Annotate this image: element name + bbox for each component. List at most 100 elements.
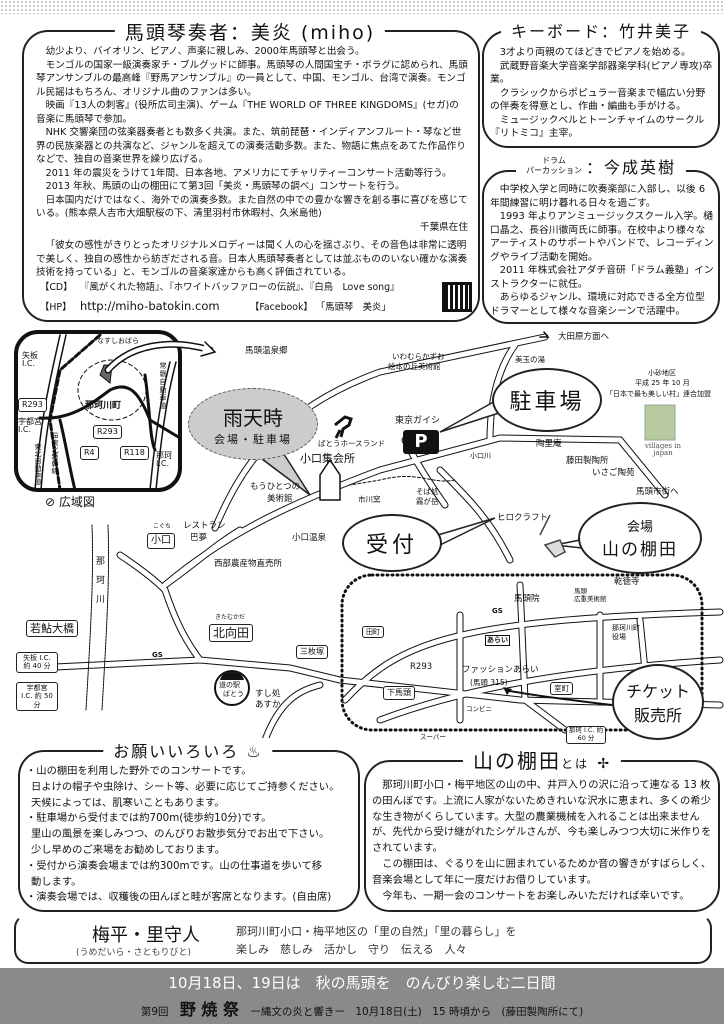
satomoribito-line2: 楽しみ 慈しみ 活かし 守り 伝える 人々 <box>236 943 467 956</box>
inset-caption-text: 広域図 <box>58 495 95 509</box>
label-hirocraft: ヒロクラフト <box>497 513 549 523</box>
label-village-3: 「日本で最も美しい村」連合加盟 <box>606 390 711 398</box>
request-item: 動します。 <box>31 875 82 888</box>
footer-line2: 第9回 野 焼 祭 ー縄文の炎と響きー 10月18日(土) 15 時頃から (藤… <box>0 996 724 1020</box>
label-gs-2: GS <box>492 607 503 615</box>
drum-bio-p2: 1993 年よりアンミュージックスクール入学。樋口晶之、長谷川徹両氏に師事。在校… <box>490 211 714 263</box>
label-kentokuji: 乾徳寺 <box>614 577 640 587</box>
koguchi-hall-icon <box>319 458 341 501</box>
label-gs: GS <box>152 651 163 659</box>
drum-bio: 中学校入学と同時に吹奏楽部に入部し、以後 6 年間練習に明け暮れる日々を過ごす。… <box>490 183 714 318</box>
label-batoin: 馬頭院 <box>514 594 540 604</box>
label-fujita: 藤田製陶所 <box>566 456 609 466</box>
tanada-title-main: 山の棚田 <box>472 749 561 773</box>
tanada-title-suffix: とは <box>560 757 589 771</box>
cd-titles: 『風がくれた物語』、『ホワイトバッファローの伝説』、『白鳥 Love song』 <box>80 282 400 293</box>
horse-icon <box>334 415 353 439</box>
request-item: ・山の棚田を利用した野外でのコンサートです。 <box>26 765 252 777</box>
nakagawa-river <box>85 524 110 711</box>
label-koguchi-river: 小口川 <box>470 452 491 460</box>
rain-venue-bubble: 雨天時 会場・駐車場 <box>188 388 318 460</box>
inset-naka-ic: 那珂 I.C. <box>156 451 172 468</box>
drum-bio-p1: 中学校入学と同時に吹奏楽部に入部し、以後 6 年間練習に明け暮れる日々を過ごす。 <box>490 184 706 209</box>
tanada-title: 山の棚田とは ✢ <box>462 745 622 774</box>
label-michinoeki-1: 道の駅 <box>219 681 240 689</box>
inset-joban: 常磐自動車道 <box>159 362 167 410</box>
drum-profile-box <box>482 170 720 324</box>
label-hiroshige-2: 広重美術館 <box>574 595 607 603</box>
miho-title: 馬頭琴奏者：美炎 (miho) <box>114 18 386 45</box>
requests-title: お願いいろいろ ♨ <box>103 738 273 762</box>
keyboard-bio-p4: ミュージックベルとトーンチャイムのサークル『リトミコ』主宰。 <box>490 114 705 140</box>
facebook-name[interactable]: 「馬頭琴 美炎」 <box>315 302 391 313</box>
inset-r293-b: R293 <box>93 425 122 439</box>
car-icon <box>220 672 244 680</box>
label-restaurant-1: レストラン <box>183 521 226 531</box>
tanada-box <box>364 760 720 912</box>
label-arai-sign: あらい <box>485 635 510 646</box>
cd-label: 【CD】 <box>40 282 73 293</box>
drum-bio-p3: 2011 年株式会社アダチ音研「ドラム義塾」インストラクターに就任。 <box>490 265 714 290</box>
facebook-label: 【Facebook】 <box>250 302 313 313</box>
inset-tohoku: 東北自動車道 <box>34 443 42 485</box>
label-museum-2: 美術館 <box>267 494 293 504</box>
venue-bubble: 会場 山の棚田 <box>578 502 702 574</box>
label-koguchi-onsen: 小口温泉 <box>292 533 327 543</box>
label-mitama: 美玉の湯 <box>515 355 545 364</box>
acorn-icon: ♨ <box>246 742 263 761</box>
label-bato-onsen: 馬頭温泉郷 <box>245 346 288 356</box>
inset-r4: R4 <box>80 446 99 460</box>
tanada-p2: この棚田は、ぐるりを山に囲まれているためか音の響きがすばらしく、音楽会場として年… <box>372 857 712 886</box>
label-yakuba-2: 役場 <box>612 633 626 641</box>
label-museum-1: もうひとつの <box>250 482 301 492</box>
hp-link[interactable]: http://miho-batokin.com <box>80 299 220 313</box>
label-r293: R293 <box>410 662 433 672</box>
label-super: スーパー <box>420 733 446 741</box>
label-sushi-1: すし処 <box>255 689 281 699</box>
satomoribito-line1: 那珂川町小口・梅平地区の「里の自然」「里の暮らし」を <box>236 925 517 938</box>
village-logo-icon <box>644 404 676 441</box>
miho-bio-p3: 映画『13人の刺客』(役所広司主演)、ゲーム『THE WORLD OF THRE… <box>36 100 459 125</box>
inset-shinkansen: JR東北新幹線 <box>51 432 59 474</box>
footer-line1: 10月18日、19日は 秋の馬頭を のんびり楽しむ二日間 <box>168 974 556 992</box>
label-michinoeki-2: ばとう <box>223 690 244 698</box>
miho-bio: 幼少より、バイオリン、ピアノ、声楽に親しみ、2000年馬頭琴と出会う。 モンゴル… <box>36 45 468 280</box>
tanada-text: 那珂川町小口・梅平地区の山の中、井戸入りの沢に沿って連なる 13 枚の田んぼです… <box>372 778 714 904</box>
reception-bubble: 受付 <box>342 514 442 572</box>
hp-label: 【HP】 <box>40 302 72 313</box>
miho-bio-p7: 日本国内だけではなく、海外での演奏多数。また自然の中での豊かな響きを創る事に喜び… <box>36 194 468 220</box>
request-item: ・駐車場から受付までは約700m(徒歩約10分)です。 <box>26 812 272 825</box>
rain-venue-title: 雨天時 <box>223 405 283 430</box>
label-village-1: 小砂地区 <box>648 369 676 377</box>
miho-bio-p5: 2011 年の震災をうけて1年間、日本各地、アメリカにてチャリティーコンサート活… <box>45 167 452 179</box>
label-seibu: 西部農産物直売所 <box>214 559 283 569</box>
label-koguchi: 小口 <box>147 533 175 549</box>
label-village-2: 平成 25 年 10 月 <box>635 379 690 387</box>
miho-profile-box <box>22 30 480 322</box>
inset-nasushiobara: なすしおばら <box>97 337 139 345</box>
miho-bio-p1: 幼少より、バイオリン、ピアノ、声楽に親しみ、2000年馬頭琴と出会う。 <box>45 46 365 57</box>
label-restaurant-2: 巴夢 <box>190 533 208 543</box>
drum-bio-p4: あらゆるジャンル、環境に対応できる全方位型ドラマーとして様々な音楽シーンで活躍中… <box>490 292 705 317</box>
label-ichikawa: 市川窯 <box>358 495 381 504</box>
label-wakaayu: 若鮎大橋 <box>26 620 78 638</box>
festival-name: 野 焼 祭 <box>179 1000 240 1019</box>
label-kitamukada: 北向田 <box>209 624 254 643</box>
label-tamachi: 田町 <box>362 626 384 639</box>
festival-details: ー縄文の炎と響きー 10月18日(土) 15 時頃から (藤田製陶所にて) <box>250 1006 584 1018</box>
map-icon: ⊘ <box>45 495 59 509</box>
request-item: ・演奏会場では、収穫後の田んぼと畦が客席となります。(自由席) <box>26 891 332 904</box>
drum-role-1: ドラム <box>542 156 566 165</box>
label-soba-1: そば処 <box>416 487 439 496</box>
label-utsunomiya-time: 宇都宮 I.C. 約 50 分 <box>16 682 58 712</box>
keyboard-title: キーボード：竹井美子 <box>500 18 702 42</box>
label-kitamukada-kana: きたむかだ <box>215 614 246 621</box>
label-nakagawa: 那珂川 <box>94 556 104 613</box>
satomoribito-box <box>14 914 712 964</box>
satomoribito-title: 梅平・里守人 <box>92 925 200 946</box>
requests-title-text: お願いいろいろ <box>113 742 240 761</box>
qr-code-icon <box>442 282 472 312</box>
inset-caption: ⊘ 広域図 <box>45 496 95 508</box>
label-naka-time: 那珂 I.C. 約 60 分 <box>566 726 606 744</box>
drum-name: ：今成英樹 <box>585 158 677 177</box>
